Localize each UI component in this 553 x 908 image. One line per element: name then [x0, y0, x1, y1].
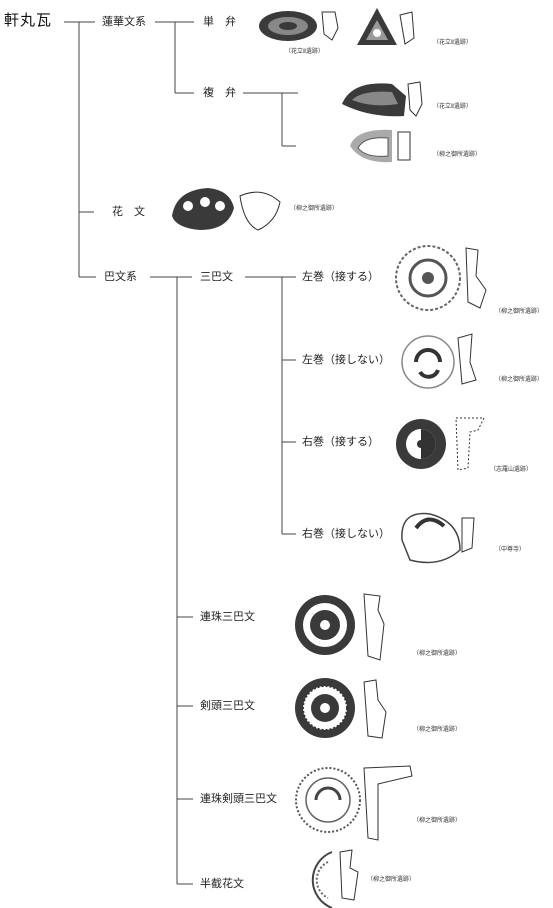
tile-fukuben-2 — [350, 129, 411, 163]
tile-kento-mitsudomoe — [295, 678, 387, 739]
site-caption-left-notouch: （柳之御所遺跡） — [495, 376, 544, 383]
mitsudomoe-right-touch-label: 右巻（接する） — [302, 435, 379, 448]
renge-fukuben-label: 複 弁 — [203, 86, 236, 99]
mitsudomoe-left-notouch-label: 左巻（接しない） — [302, 353, 390, 366]
tomoe-renju-kento-label: 連珠剣頭三巴文 — [200, 792, 277, 805]
branch-tomoe-label: 巴文系 — [104, 270, 137, 283]
tomoe-kento-label: 剣頭三巴文 — [200, 699, 255, 712]
site-caption-tanben-1: （花立Ⅱ遺跡） — [285, 48, 324, 55]
site-caption-left-touch: （柳之御所遺跡） — [495, 308, 544, 315]
tile-renju-kento-mitsudomoe — [295, 765, 413, 841]
site-caption-hana: （柳之御所遺跡） — [290, 205, 339, 212]
mitsudomoe-right-notouch-label: 右巻（接しない） — [302, 527, 390, 540]
tomoe-hansai-label: 半截花文 — [200, 877, 244, 890]
tile-mitsudomoe-right-notouch — [401, 512, 475, 564]
mitsudomoe-left-touch-label: 左巻（接する） — [302, 270, 379, 283]
site-caption-right-notouch: （中尊寺） — [495, 546, 526, 553]
site-caption-hansai: （柳之御所遺跡） — [367, 876, 416, 883]
tomoe-renju-label: 連珠三巴文 — [200, 610, 255, 623]
branch-renge-label: 蓮華文系 — [102, 15, 146, 28]
tile-tanben-lotus-1 — [259, 11, 339, 41]
tile-renju-mitsudomoe — [295, 593, 385, 661]
branch-hana-label: 花 文 — [112, 205, 145, 218]
tile-mitsudomoe-left-touch — [395, 245, 487, 311]
site-caption-renju-kento: （柳之御所遺跡） — [413, 817, 462, 824]
site-caption-renju: （柳之御所遺跡） — [413, 650, 462, 657]
root-label: 軒丸瓦 — [4, 11, 53, 29]
renge-tanben-label: 単 弁 — [203, 15, 236, 28]
tile-mitsudomoe-left-notouch — [401, 333, 477, 389]
tile-fukuben-1 — [342, 81, 423, 117]
tile-tanben-lotus-2 — [357, 8, 415, 45]
tile-mitsudomoe-right-touch — [396, 417, 485, 471]
site-caption-fukuben-2: （柳之御所遺跡） — [433, 151, 482, 158]
tile-hana — [172, 188, 281, 231]
tile-hansai — [311, 849, 359, 908]
site-caption-right-touch: （志羅山遺跡） — [490, 466, 533, 473]
tomoe-mitsudomoe-label: 三巴文 — [200, 270, 233, 283]
site-caption-kento: （柳之御所遺跡） — [413, 726, 462, 733]
site-caption-fukuben-1: （花立Ⅱ遺跡） — [433, 103, 472, 110]
site-caption-tanben-2: （花立Ⅱ遺跡） — [433, 39, 472, 46]
